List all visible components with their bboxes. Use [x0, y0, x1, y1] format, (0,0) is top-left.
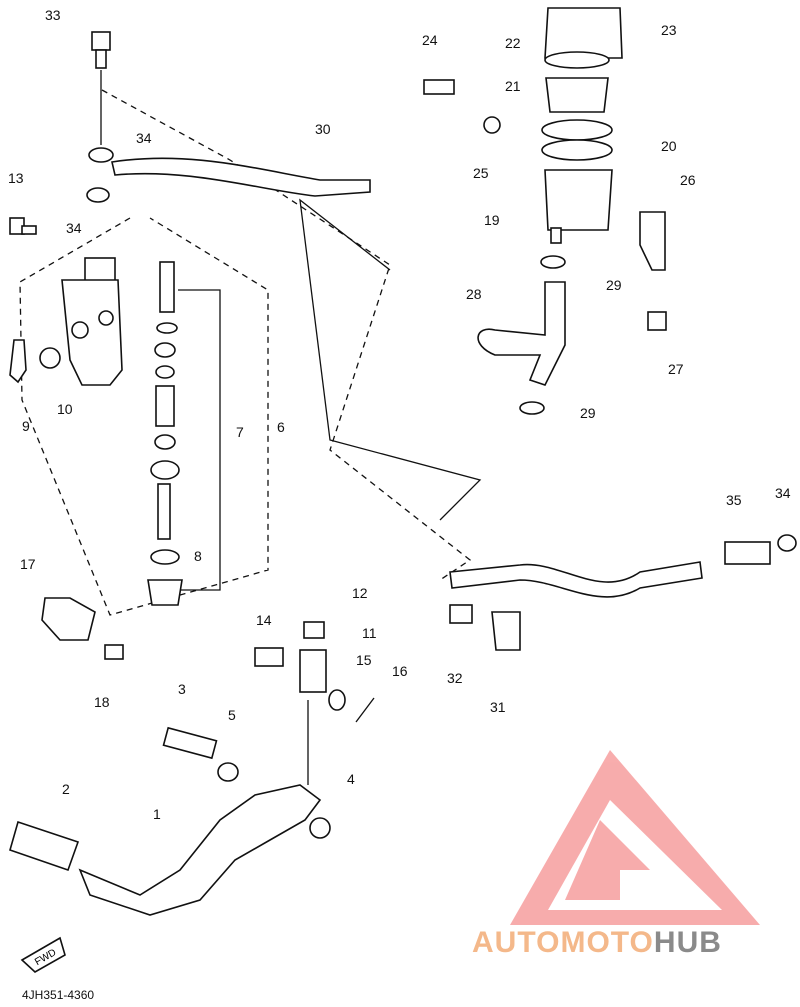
fwd-arrow [20, 936, 66, 973]
callout-label: 1 [153, 806, 161, 822]
hose-30 [111, 157, 371, 197]
nut-10 [39, 347, 61, 369]
pin-14 [254, 647, 284, 667]
assembly-outline-6 [19, 217, 269, 616]
bolt-32 [449, 604, 473, 624]
watermark-moto: MOTO [560, 926, 654, 959]
callout-label: 33 [45, 7, 61, 23]
callout-label: 15 [356, 652, 372, 668]
callout-label: 14 [256, 612, 272, 628]
master-cylinder [61, 257, 123, 386]
leader-hose-loop [299, 198, 482, 521]
callout-label: 30 [315, 121, 331, 137]
footrest-2 [9, 820, 80, 872]
callout-label: 21 [505, 78, 521, 94]
callout-label: 10 [57, 401, 73, 417]
callout-label: 17 [20, 556, 36, 572]
callout-label: 27 [668, 361, 684, 377]
pin-9 [9, 339, 27, 384]
watermark-text: AUTOMOTOHUB [472, 926, 722, 960]
washer-34b [86, 187, 110, 203]
hose-28 [477, 281, 566, 386]
callout-label: 26 [680, 172, 696, 188]
washer-4 [309, 817, 331, 839]
leader-7 [178, 289, 221, 591]
washer-34c [777, 534, 797, 552]
bolt-18 [104, 644, 124, 660]
reservoir [541, 7, 623, 244]
callout-label: 6 [277, 419, 285, 435]
callout-label: 23 [661, 22, 677, 38]
clevis-11 [299, 649, 327, 693]
watermark-auto: AUTO [472, 926, 561, 959]
callout-label: 5 [228, 707, 236, 723]
callout-label: 35 [726, 492, 742, 508]
callout-label: 2 [62, 781, 70, 797]
nut-12 [303, 621, 325, 639]
callout-label: 34 [775, 485, 791, 501]
cotter-16 [355, 697, 375, 723]
union-35 [724, 541, 771, 565]
bolt-27 [647, 311, 667, 331]
callout-label: 31 [490, 699, 506, 715]
callout-label: 18 [94, 694, 110, 710]
callout-label: 20 [661, 138, 677, 154]
washer-34a [88, 147, 114, 163]
part-code: 4JH351-4360 [22, 988, 95, 1002]
washer-5 [217, 762, 239, 782]
bolt-3 [162, 726, 218, 760]
washer-15 [328, 689, 346, 711]
callout-label: 29 [606, 277, 622, 293]
callout-label: 11 [362, 625, 377, 641]
brake-pedal-1 [78, 784, 322, 916]
bolt-24 [423, 79, 455, 95]
callout-labels: 33 34 34 13 9 10 7 6 8 17 18 30 24 22 23… [8, 7, 791, 968]
callout-label: 34 [136, 130, 152, 146]
clamp-29b [519, 401, 545, 415]
grommet-25 [483, 116, 501, 134]
callout-label: 19 [484, 212, 500, 228]
clamp-29a [540, 255, 566, 269]
bracket-17 [41, 597, 96, 641]
callout-label: 9 [22, 418, 30, 434]
callout-label: 12 [352, 585, 368, 601]
callout-label: 32 [447, 670, 463, 686]
callout-label: 13 [8, 170, 24, 186]
piston-stack [147, 261, 183, 606]
bracket-26 [639, 211, 666, 271]
bolt-13 [9, 217, 37, 235]
callout-label: 8 [194, 548, 202, 564]
callout-label: 22 [505, 35, 521, 51]
callout-label: 24 [422, 32, 438, 48]
callout-label: 16 [392, 663, 408, 679]
callout-label: 29 [580, 405, 596, 421]
callout-label: 28 [466, 286, 482, 302]
callout-label: 25 [473, 165, 489, 181]
watermark-hub: HUB [653, 926, 722, 959]
bracket-31 [491, 611, 521, 651]
assembly-outline-30 [101, 89, 472, 581]
brake-hose [449, 561, 703, 598]
bolt-33 [91, 31, 111, 145]
callout-label: 7 [236, 424, 244, 440]
callout-label: 3 [178, 681, 186, 697]
watermark-logo [510, 750, 760, 925]
callout-label: 4 [347, 771, 355, 787]
callout-label: 34 [66, 220, 82, 236]
